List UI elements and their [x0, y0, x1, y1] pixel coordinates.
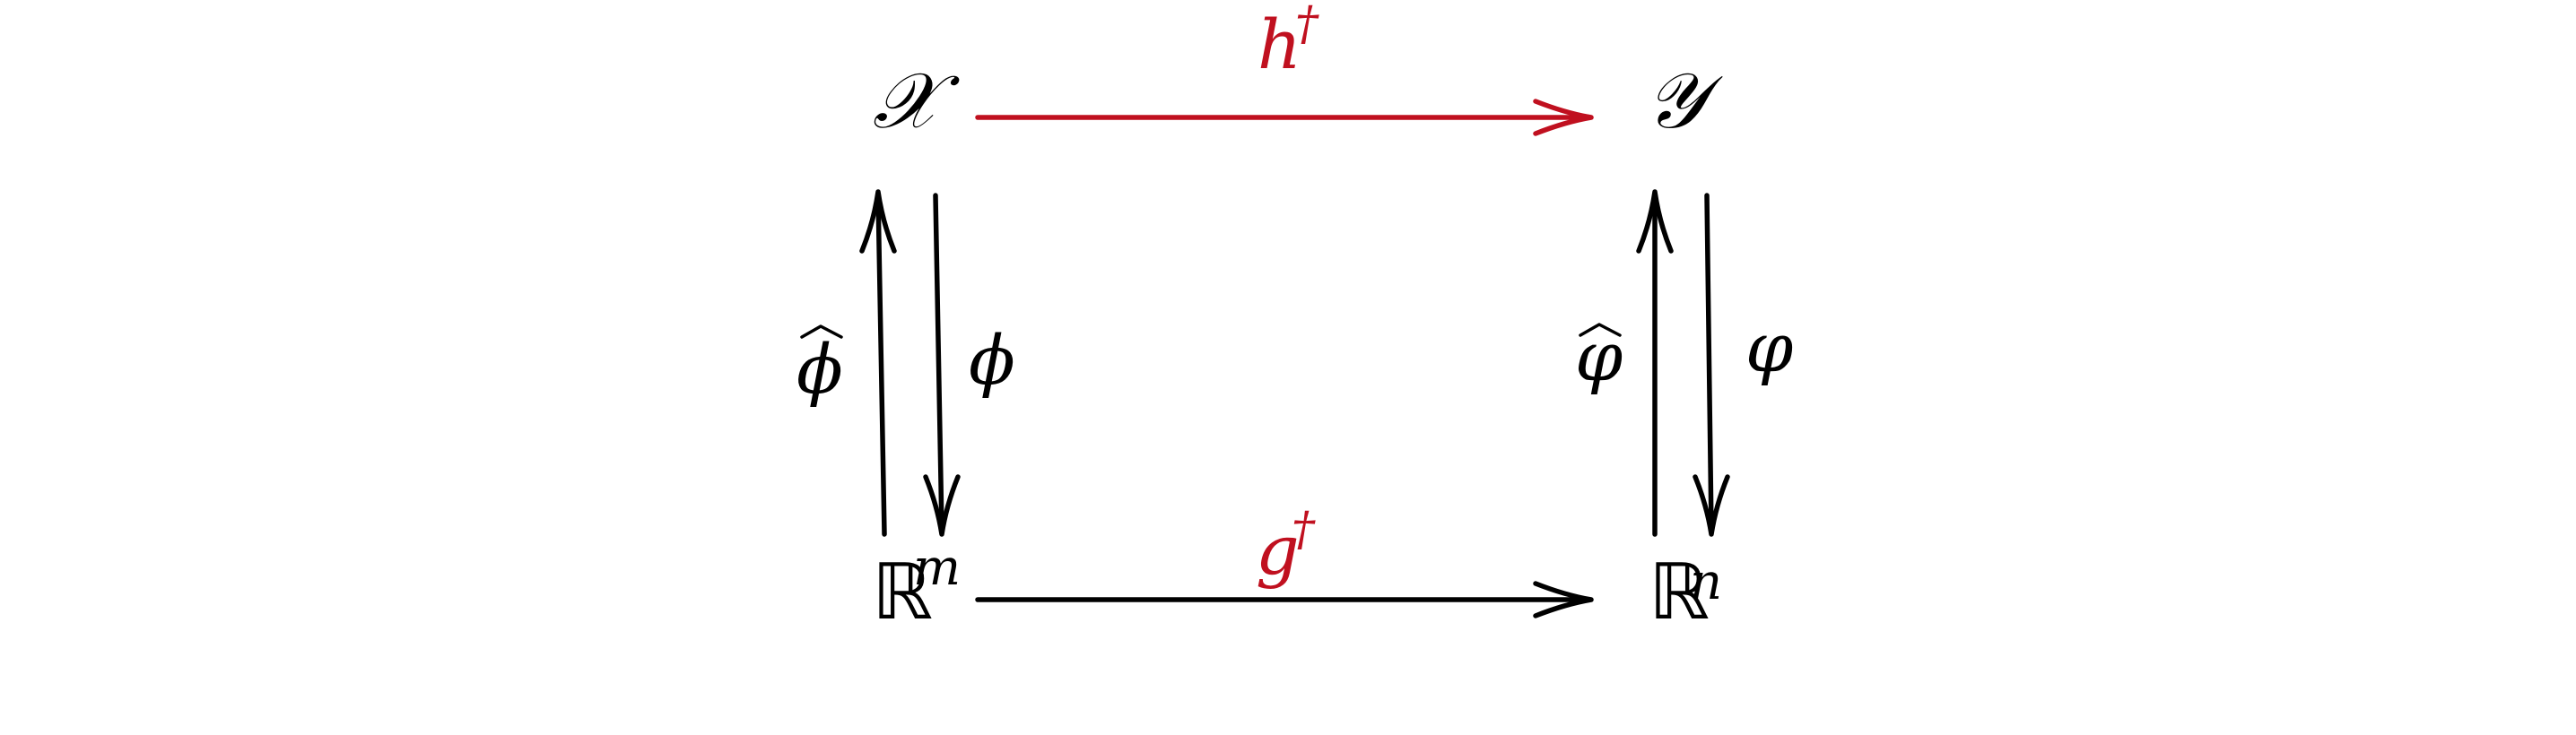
label-varphi: φ [1745, 307, 1793, 387]
node-rm: ℝ m [872, 539, 961, 637]
label-h-sup: † [1295, 0, 1319, 51]
label-phi-hat-text: ϕ [796, 329, 843, 409]
label-g-dagger: g † [1256, 503, 1316, 590]
node-rm-base: ℝ [872, 548, 933, 637]
arrow-phi-head [923, 474, 961, 537]
arrow-phi-shaft [933, 193, 944, 533]
arrow-phi [923, 193, 961, 537]
hat-accent-icon [1579, 323, 1622, 337]
label-h: h [1258, 4, 1301, 84]
node-rm-exponent: m [913, 539, 961, 597]
arrow-phi-hat-shaft [875, 193, 887, 537]
label-varphi-hat: φ [1575, 316, 1623, 396]
node-rn-base: ℝ [1649, 548, 1710, 637]
label-phi-hat: ϕ [796, 324, 843, 409]
label-g-sup: † [1292, 503, 1316, 557]
arrow-g-head [1533, 581, 1594, 618]
hat-accent-icon [800, 324, 843, 339]
node-x: 𝒳 [873, 56, 960, 146]
arrow-varphi-hat-head [1636, 189, 1674, 254]
arrow-h-head [1533, 99, 1594, 136]
arrow-varphi [1693, 193, 1730, 537]
node-y: 𝒴 [1645, 56, 1723, 146]
label-phi: ϕ [969, 320, 1015, 400]
node-rn: ℝ n [1649, 548, 1722, 637]
arrow-g-dagger [975, 581, 1594, 618]
node-rn-exponent: n [1690, 553, 1722, 611]
arrow-varphi-head [1693, 474, 1730, 537]
arrow-phi-hat [859, 189, 897, 537]
label-g: g [1256, 510, 1300, 590]
arrow-varphi-hat [1636, 189, 1674, 537]
arrow-h-dagger [975, 99, 1594, 136]
label-h-dagger: h † [1258, 0, 1319, 84]
arrow-phi-hat-head [859, 189, 897, 254]
label-varphi-hat-text: φ [1575, 316, 1623, 396]
arrow-varphi-shaft [1704, 193, 1714, 533]
